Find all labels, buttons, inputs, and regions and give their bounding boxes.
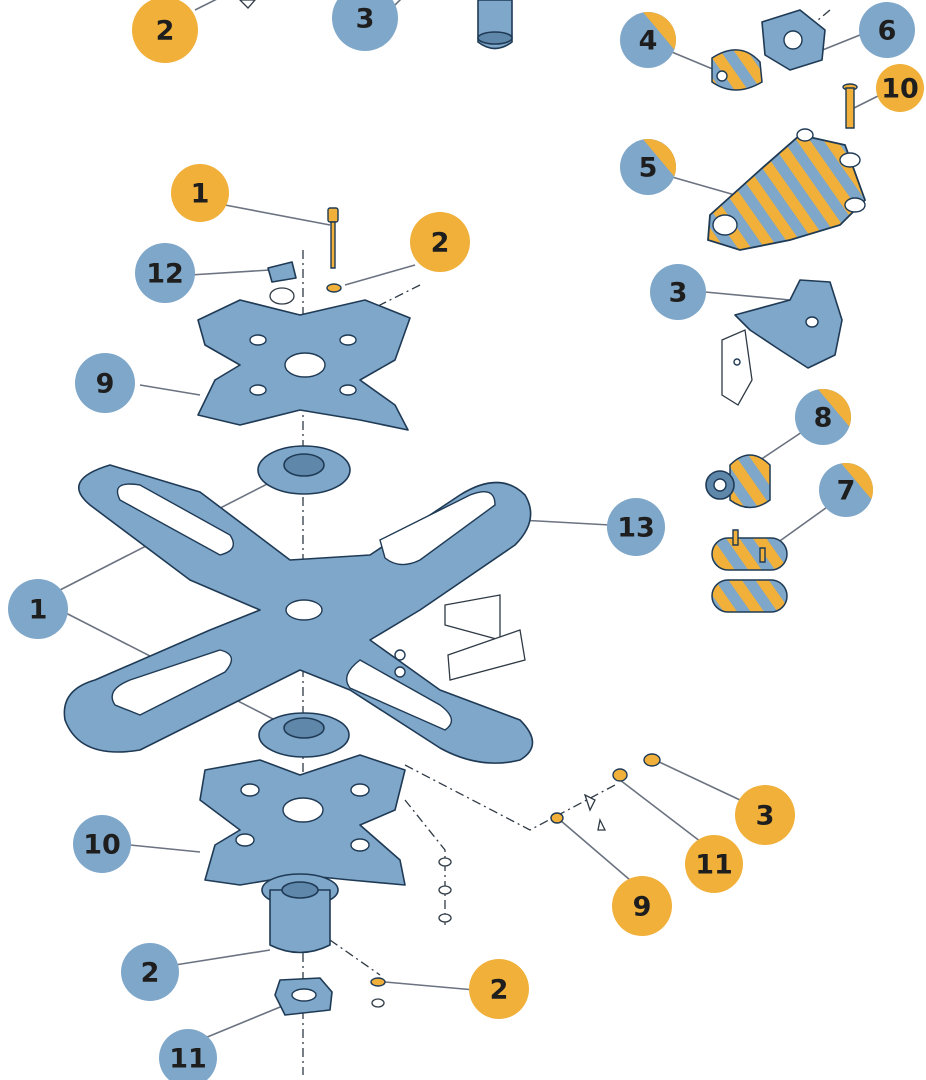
callout-2-lower-left: 2 [121,943,179,1001]
callout-13: 13 [607,498,665,556]
callout-number: 3 [669,278,688,309]
part-4-housing [711,49,763,91]
callout-number: 2 [490,975,509,1006]
callout-number: 9 [96,369,115,400]
callout-3-lower-right: 3 [735,785,795,845]
callout-2-upper: 2 [410,212,470,272]
callout-10-top: 10 [876,64,924,112]
callout-9-left: 9 [75,353,135,413]
part-6-clamp [761,9,826,71]
callout-number: 10 [881,74,919,105]
callout-accent [841,463,873,500]
part-10-bolt [842,83,858,129]
callout-number: 5 [639,153,658,184]
part-13-cross-frame [63,464,534,764]
callout-4: 4 [620,11,677,68]
callout-1-upper: 1 [171,164,229,222]
callout-number: 8 [814,403,833,434]
callout-11-right: 11 [685,835,743,893]
callout-8: 8 [795,389,852,445]
bottom-nut [274,977,333,1016]
part-2-washer [326,283,342,293]
upper-spline-disk [257,445,351,495]
part-1-bolt [327,207,339,269]
callout-accent [818,389,852,427]
top-left-fragment [239,0,256,9]
callout-number: 2 [141,958,160,989]
callout-2-top-left: 2 [132,0,198,63]
callout-number: 3 [356,4,375,35]
part-8-hub [705,454,771,509]
callout-number: 13 [617,513,655,544]
callout-number: 12 [146,259,184,290]
callout-number: 11 [169,1044,207,1075]
part-3-mount [721,279,843,406]
callout-6: 6 [859,2,915,58]
callout-number: 7 [837,476,856,507]
part-12-nut [267,261,297,305]
callout-12: 12 [135,243,195,303]
callout-number: 6 [878,16,897,47]
small-washers [370,857,452,1008]
callout-number: 3 [756,801,775,832]
part-7-pads [711,529,788,613]
callout-number: 2 [156,16,175,47]
callout-number: 10 [83,830,121,861]
callout-7: 7 [819,463,873,517]
callout-number: 1 [191,179,210,210]
callout-accent [643,11,677,50]
callout-number: 9 [633,892,652,923]
small-fittings [550,753,661,831]
part-10-lower-plate [199,754,406,886]
callout-3-right: 3 [650,264,706,320]
callout-number: 2 [431,228,450,259]
callout-5: 5 [620,139,677,195]
cross-bracket [394,594,526,681]
lower-spline-disk [258,712,350,758]
callout-10-left: 10 [73,815,131,873]
callout-number: 11 [695,850,733,881]
callout-3-top: 3 [332,0,398,51]
top-tube-part [477,0,513,50]
part-5-bracket [707,128,867,251]
callout-2-lower-right: 2 [469,959,529,1019]
callout-11-bottom: 11 [159,1029,217,1080]
callout-number: 1 [29,595,48,626]
callout-number: 4 [639,26,658,57]
callout-9-lower: 9 [612,876,672,936]
part-9-upper-plate [197,299,411,431]
callout-accent [643,139,677,177]
lower-hub [261,873,339,954]
callout-1-left: 1 [8,579,68,639]
